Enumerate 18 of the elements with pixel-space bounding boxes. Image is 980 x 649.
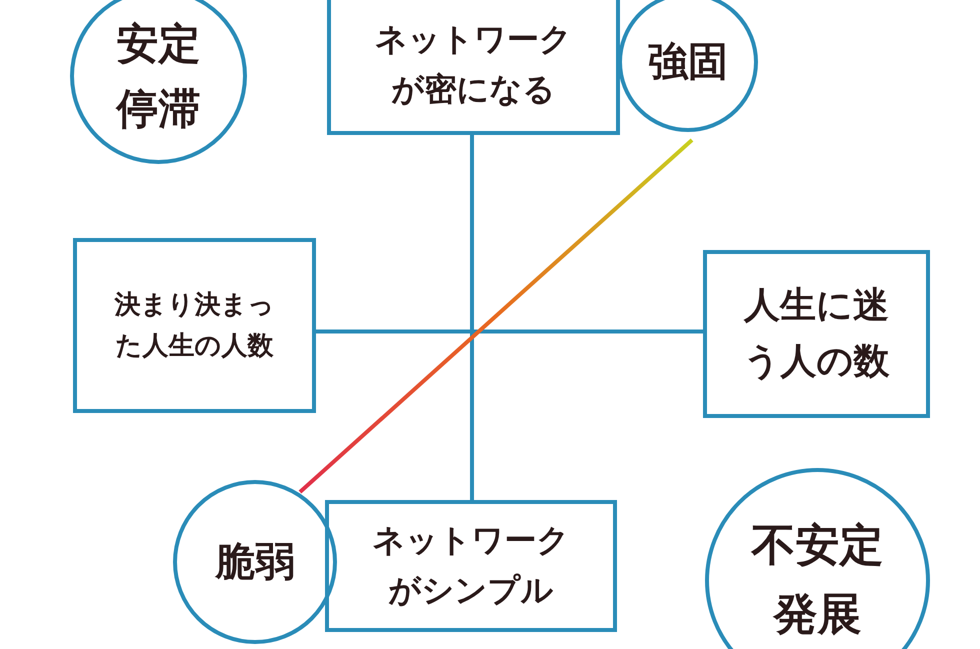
axis-line <box>316 330 703 334</box>
node-label: 決まり決まった人生の人数 <box>113 289 276 362</box>
node-label: 脆弱 <box>215 538 295 587</box>
node-label: ネットワークがシンプル <box>372 520 570 611</box>
node-label: 不安定発展 <box>752 519 884 642</box>
circle-node <box>70 0 247 164</box>
node-label: ネットワークが密になる <box>374 18 573 110</box>
text-box <box>327 0 620 135</box>
node-label: 強固 <box>648 38 728 87</box>
circle-node <box>173 480 337 644</box>
text-box <box>325 500 617 632</box>
node-label: 安定停滞 <box>116 18 200 135</box>
axis-line <box>470 135 474 500</box>
text-box <box>73 238 316 413</box>
text-box <box>703 250 930 418</box>
circle-node <box>618 0 758 132</box>
circle-node <box>705 468 930 649</box>
node-label: 人生に迷う人の数 <box>742 284 890 384</box>
